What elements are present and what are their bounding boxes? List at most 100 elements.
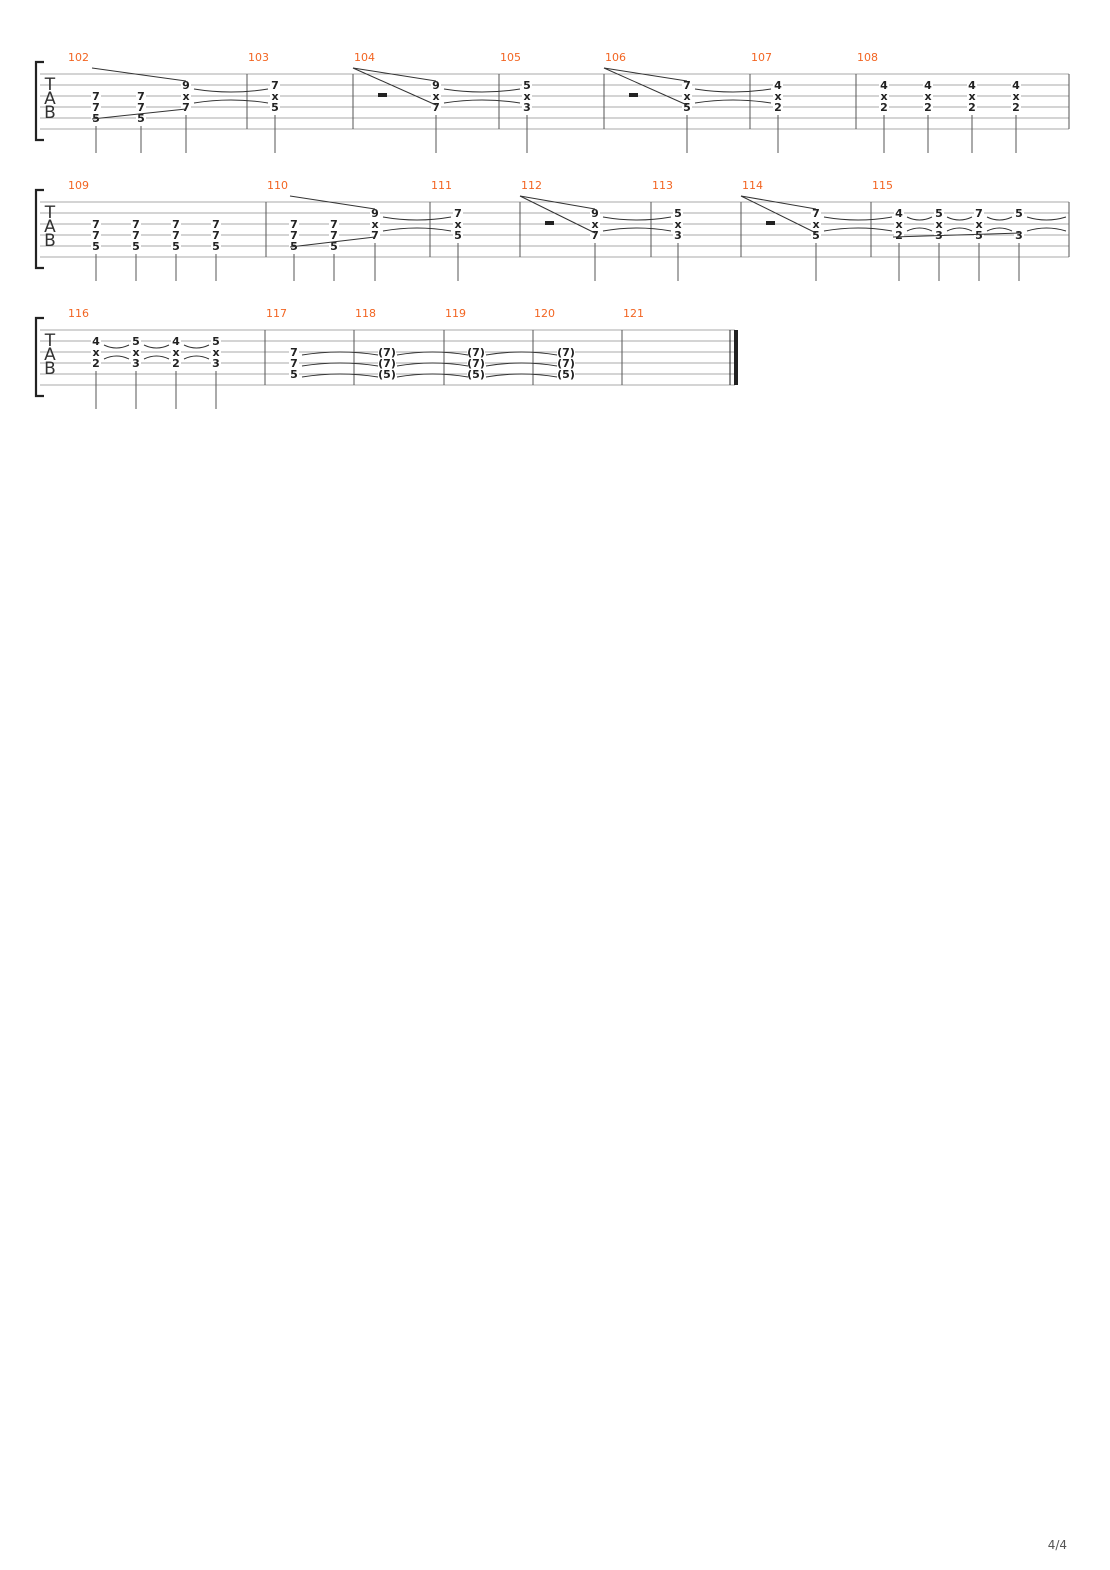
fret-number: 2 [92, 357, 100, 370]
fret-bg [453, 230, 463, 240]
tab-clef-letter: B [44, 103, 56, 123]
fret-bg [682, 102, 692, 112]
fret-number: 4 [774, 79, 782, 92]
fret-bg [431, 91, 441, 101]
fret-bg [673, 208, 683, 218]
tie-curve [143, 355, 170, 360]
tab-clef-letter: B [44, 231, 56, 251]
fret-number: 9 [591, 207, 599, 220]
fret-bg [289, 347, 299, 357]
fret-number: x [674, 218, 681, 231]
fret-number: 7 [212, 229, 220, 242]
fret-bg [467, 347, 485, 357]
fret-number: 5 [290, 368, 298, 381]
measure-number: 121 [623, 307, 644, 320]
fret-bg [211, 347, 221, 357]
fret-bg [974, 208, 984, 218]
fret-number: 7 [92, 101, 100, 114]
fret-bg [879, 102, 889, 112]
fret-number: x [92, 346, 99, 359]
fret-number: (7) [378, 346, 396, 359]
tie-curve [301, 362, 379, 367]
fret-bg [967, 80, 977, 90]
slide-line [519, 195, 596, 234]
slide-line [740, 195, 817, 234]
fret-bg [773, 80, 783, 90]
fret-bg [879, 80, 889, 90]
tie-curve [694, 99, 772, 104]
fret-number: 4 [880, 79, 888, 92]
tab-clef-letter: A [44, 345, 56, 365]
fret-bg [131, 336, 141, 346]
fret-number: 7 [92, 218, 100, 231]
fret-number: 2 [968, 101, 976, 114]
fret-bg [211, 230, 221, 240]
fret-bg [522, 102, 532, 112]
fret-number: 5 [271, 101, 279, 114]
fret-bg [934, 208, 944, 218]
fret-number: 7 [290, 218, 298, 231]
fret-bg [967, 102, 977, 112]
fret-number: 5 [523, 79, 531, 92]
tab-system: TAB1097757757757751107757759x71117x51129… [34, 179, 1070, 281]
fret-number: x [432, 90, 439, 103]
fret-bg [431, 80, 441, 90]
fret-bg [378, 358, 396, 368]
fret-bg [467, 358, 485, 368]
fret-bg [923, 91, 933, 101]
measure-number: 117 [266, 307, 287, 320]
fret-bg [453, 208, 463, 218]
fret-number: 5 [132, 335, 140, 348]
fret-bg [131, 347, 141, 357]
fret-number: x [895, 218, 902, 231]
tie-curve [946, 216, 973, 221]
fret-bg [270, 80, 280, 90]
fret-bg [171, 336, 181, 346]
fret-bg [1014, 208, 1024, 218]
tie-curve [906, 227, 933, 232]
fret-bg [91, 113, 101, 123]
tab-clef-letter: T [44, 203, 56, 223]
tie-curve [301, 351, 379, 356]
tab-clef-letter: T [44, 75, 56, 95]
fret-bg [923, 80, 933, 90]
fret-number: x [812, 218, 819, 231]
fret-number: 9 [371, 207, 379, 220]
measure-number: 115 [872, 179, 893, 192]
fret-bg [974, 219, 984, 229]
slide-line [352, 67, 437, 82]
fret-bg [974, 230, 984, 240]
tie-curve [823, 216, 893, 221]
slide-line [289, 236, 376, 248]
fret-number: 7 [330, 218, 338, 231]
fret-bg [1011, 102, 1021, 112]
tie-curve [485, 362, 558, 367]
fret-bg [673, 219, 683, 229]
tab-system: TAB1164x25x34x25x3117775118(7)(7)(5)119(… [34, 307, 738, 409]
measure-number: 105 [500, 51, 521, 64]
fret-bg [557, 369, 575, 379]
half-rest [629, 93, 638, 97]
tie-curve [103, 344, 130, 349]
fret-bg [1014, 230, 1024, 240]
measure-number: 116 [68, 307, 89, 320]
fret-number: 2 [1012, 101, 1020, 114]
fret-bg [1011, 80, 1021, 90]
fret-number: 7 [290, 357, 298, 370]
fret-number: x [371, 218, 378, 231]
fret-bg [91, 347, 101, 357]
fret-bg [131, 219, 141, 229]
fret-number: 7 [454, 207, 462, 220]
fret-number: 4 [92, 335, 100, 348]
measure-number: 119 [445, 307, 466, 320]
fret-bg [91, 230, 101, 240]
fret-number: x [523, 90, 530, 103]
tie-curve [986, 216, 1013, 221]
fret-bg [590, 208, 600, 218]
fret-bg [289, 241, 299, 251]
measure-number: 120 [534, 307, 555, 320]
fret-bg [329, 241, 339, 251]
fret-bg [211, 241, 221, 251]
fret-number: 7 [172, 229, 180, 242]
tab-clef-letter: A [44, 217, 56, 237]
